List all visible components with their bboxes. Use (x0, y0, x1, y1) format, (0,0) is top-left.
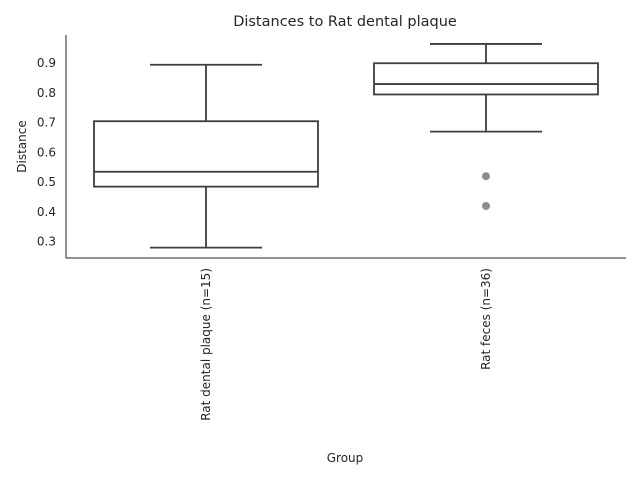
iqr-box (373, 62, 599, 96)
outlier-point (482, 172, 490, 181)
y-axis-ticks: 0.3 0.4 0.5 0.6 0.7 0.8 0.9 (37, 56, 56, 248)
y-tick-label: 0.5 (37, 175, 56, 189)
y-axis-label: Distance (15, 120, 29, 172)
y-tick-label: 0.4 (37, 205, 56, 219)
boxplot-series (93, 43, 599, 249)
y-tick-label: 0.3 (37, 235, 56, 249)
y-tick-label: 0.6 (37, 145, 56, 159)
box-group (93, 63, 319, 249)
x-axis-ticks: Rat dental plaque (n=15) Rat feces (n=36) (199, 268, 493, 421)
box-group (373, 43, 599, 210)
y-tick-label: 0.9 (37, 56, 56, 70)
x-tick-label: Rat feces (n=36) (479, 268, 493, 370)
chart-title: Distances to Rat dental plaque (233, 14, 457, 30)
outlier-point (482, 201, 490, 210)
iqr-box (93, 120, 319, 188)
y-tick-label: 0.7 (37, 116, 56, 130)
x-axis-label: Group (327, 451, 364, 465)
y-tick-label: 0.8 (37, 86, 56, 100)
x-tick-label: Rat dental plaque (n=15) (199, 268, 213, 421)
